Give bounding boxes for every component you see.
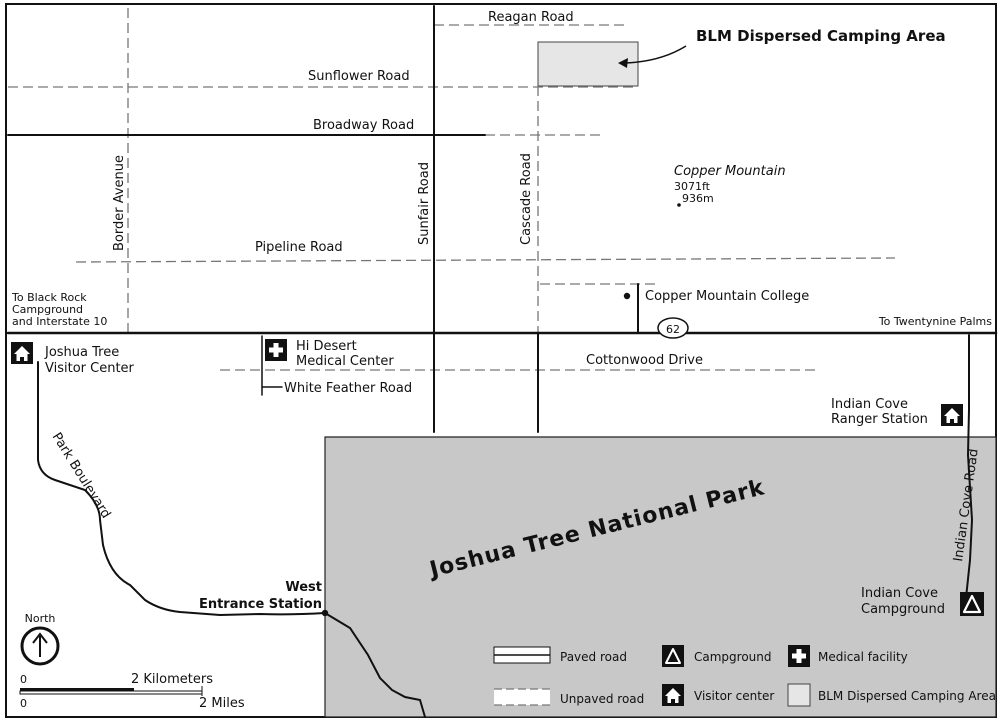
- blm-arrow-head: [618, 58, 628, 68]
- legend-unpaved-icon: [494, 688, 550, 706]
- label-copper-mountain-ft: 3071ft: [674, 180, 711, 193]
- label-ranger-station-1: Indian Cove: [831, 397, 908, 412]
- label-white-feather-road: White Feather Road: [284, 381, 412, 396]
- west-entrance-marker[interactable]: [321, 609, 329, 617]
- label-blm-area: BLM Dispersed Camping Area: [696, 27, 946, 45]
- label-visitor-center-1: Joshua Tree: [44, 345, 119, 360]
- campground-icon[interactable]: [960, 592, 984, 616]
- label-ranger-station-2: Ranger Station: [831, 412, 928, 427]
- label-copper-mountain-m: 936m: [682, 192, 714, 205]
- label-to-black-rock-2: Campground: [12, 303, 83, 316]
- label-to-black-rock-1: To Black Rock: [11, 291, 87, 304]
- legend-blm-swatch: [787, 683, 811, 707]
- highway-62-number: 62: [666, 323, 680, 336]
- label-west-entrance-1: West: [285, 580, 322, 595]
- legend-campground-label: Campground: [694, 650, 772, 664]
- legend-medical-label: Medical facility: [818, 650, 908, 664]
- label-to-black-rock-3: and Interstate 10: [12, 315, 107, 328]
- north-arrow-icon: [32, 632, 48, 657]
- scale-bar-light: [19, 690, 203, 695]
- legend-blm-label: BLM Dispersed Camping Area: [818, 689, 996, 703]
- label-broadway-road: Broadway Road: [313, 118, 414, 133]
- scale-mi-label: 2 Miles: [199, 696, 245, 711]
- label-campground-1: Indian Cove: [861, 586, 938, 601]
- copper-mountain-peak: [677, 203, 681, 207]
- road-indian-cove: [965, 334, 974, 599]
- label-campground-2: Campground: [861, 602, 945, 617]
- legend-campground-icon: [662, 645, 684, 667]
- label-cottonwood-drive: Cottonwood Drive: [586, 353, 703, 368]
- ranger-station-icon[interactable]: [941, 404, 963, 426]
- label-reagan-road: Reagan Road: [488, 10, 574, 25]
- medical-center-icon[interactable]: [265, 339, 287, 361]
- legend-medical-icon: [788, 645, 810, 667]
- scale-km-label: 2 Kilometers: [131, 672, 213, 687]
- legend-unpaved-label: Unpaved road: [560, 692, 644, 706]
- scale-zero-mi: 0: [20, 697, 27, 710]
- label-medical-center-1: Hi Desert: [296, 339, 357, 354]
- road-park-boulevard: [37, 361, 326, 617]
- legend-paved-label: Paved road: [560, 650, 627, 664]
- highway-62-shield: [657, 317, 689, 339]
- label-copper-mountain: Copper Mountain: [674, 164, 786, 179]
- legend-visitor-label: Visitor center: [694, 689, 774, 703]
- label-medical-center-2: Medical Center: [296, 354, 394, 369]
- blm-pointer-arrow: [623, 45, 687, 64]
- label-pipeline-road: Pipeline Road: [255, 240, 343, 255]
- label-west-entrance-2: Entrance Station: [199, 597, 322, 612]
- label-sunflower-road: Sunflower Road: [308, 69, 410, 84]
- label-cascade-road: Cascade Road: [519, 153, 534, 245]
- legend-visitor-icon: [662, 684, 684, 706]
- visitor-center-icon[interactable]: [11, 342, 33, 364]
- label-to-twentynine-palms: To Twentynine Palms: [878, 315, 992, 328]
- label-visitor-center-2: Visitor Center: [45, 361, 135, 376]
- scale-bar-dark: [20, 688, 134, 691]
- label-college: Copper Mountain College: [645, 289, 809, 304]
- scale-zero-km: 0: [20, 673, 27, 686]
- national-park-area: [324, 436, 997, 718]
- road-park-interior: [324, 612, 426, 718]
- label-sunfair-road: Sunfair Road: [417, 162, 432, 245]
- legend: Paved road Unpaved road Campground Visit…: [493, 645, 996, 707]
- label-border-avenue: Border Avenue: [112, 155, 127, 251]
- label-north: North: [25, 612, 56, 625]
- legend-paved-icon: [493, 646, 551, 664]
- road-pipeline: [75, 257, 896, 263]
- college-marker[interactable]: [623, 292, 631, 300]
